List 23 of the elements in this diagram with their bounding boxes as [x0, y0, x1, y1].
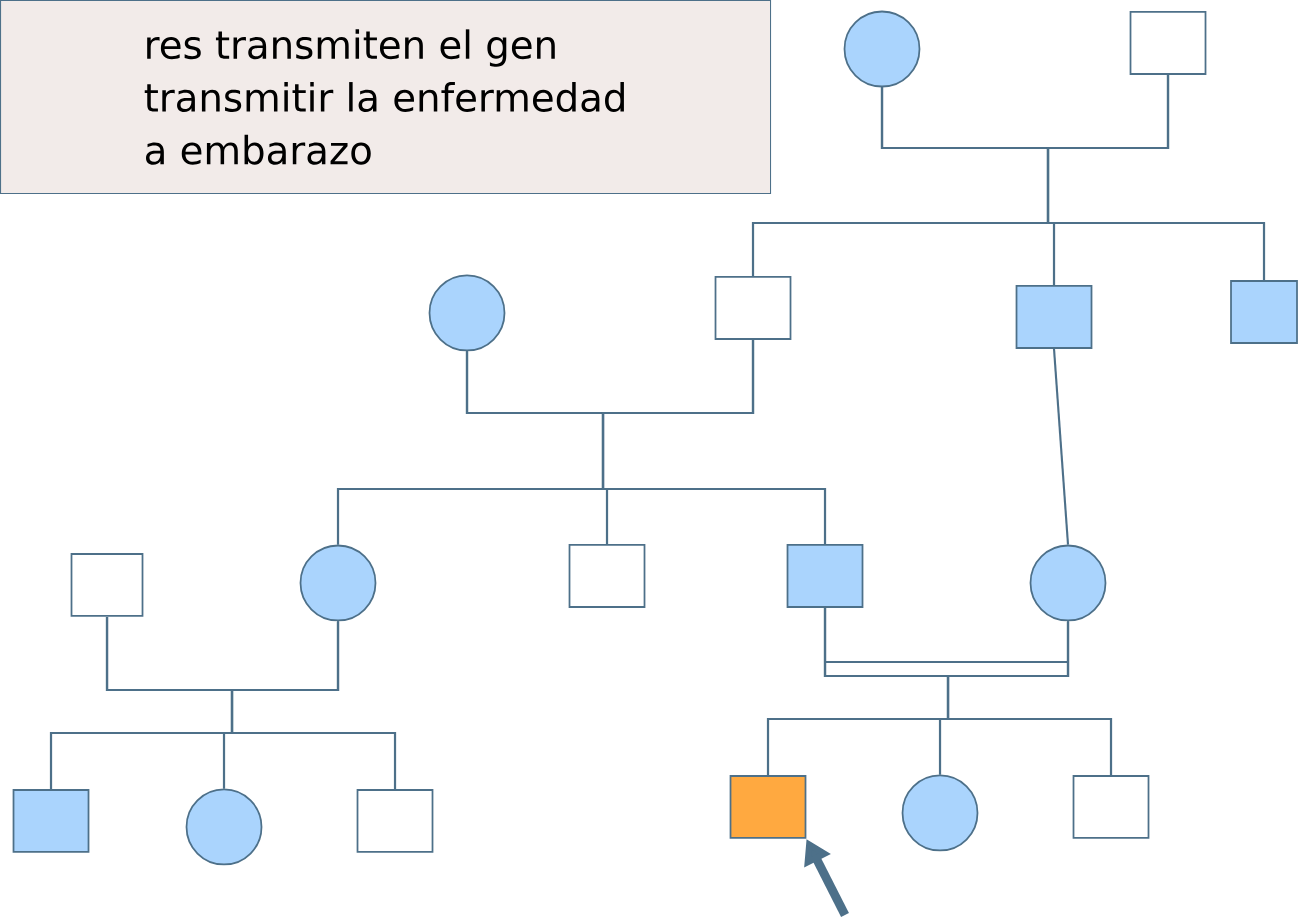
- descent-line: [946, 621, 1113, 776]
- male-square: [1230, 280, 1298, 344]
- text-box: res transmiten el gen transmitir la enfermedad a embarazo: [0, 0, 772, 195]
- female-circle: [299, 544, 377, 622]
- descent-line: [1046, 74, 1266, 281]
- male-square: [1129, 11, 1207, 75]
- male-square: [729, 775, 807, 839]
- male-square: [356, 789, 434, 853]
- male-square: [786, 544, 864, 608]
- female-circle: [843, 10, 921, 88]
- male-square: [1072, 775, 1150, 839]
- female-circle: [185, 788, 263, 866]
- female-circle: [1029, 544, 1107, 622]
- female-circle: [901, 774, 979, 852]
- descent-line: [1052, 348, 1070, 545]
- male-square: [12, 789, 90, 853]
- female-circle: [428, 274, 506, 352]
- male-square: [568, 544, 646, 608]
- male-square: [70, 553, 144, 617]
- male-square: [1015, 285, 1093, 349]
- descent-line: [230, 621, 397, 790]
- male-square: [714, 276, 792, 340]
- descent-line: [601, 339, 827, 545]
